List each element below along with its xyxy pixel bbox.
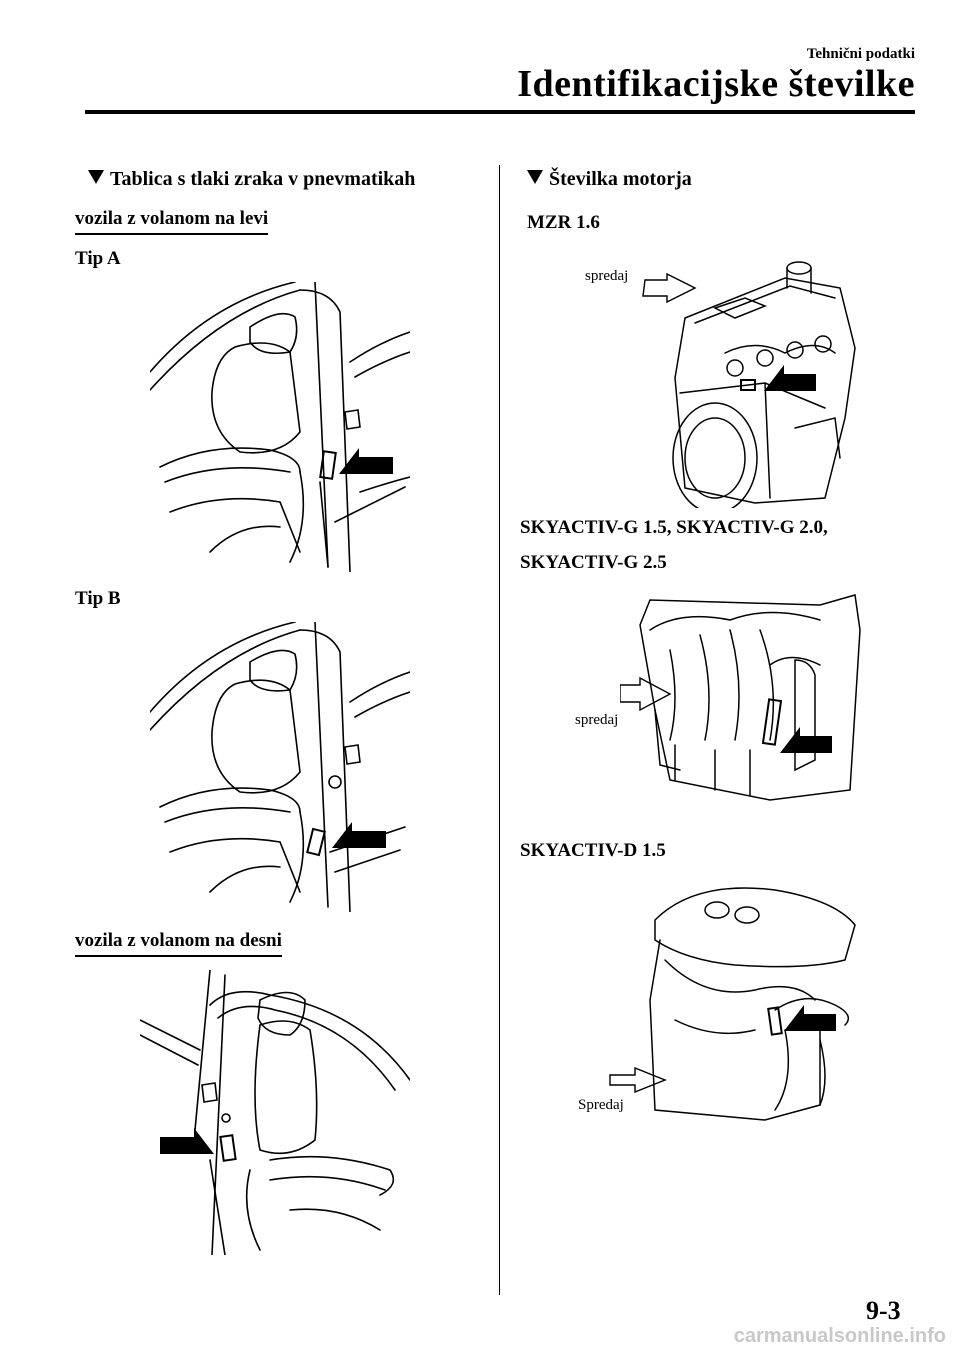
engine-mzr-label: MZR 1.6 (527, 212, 600, 233)
front-label-skyactiv-d: Spredaj (578, 1097, 624, 1113)
front-label-skyactiv-g: spredaj (575, 712, 619, 728)
engine-skyactiv-d-label: SKYACTIV-D 1.5 (520, 840, 666, 861)
type-a-label: Tip A (75, 248, 121, 269)
chapter-name: Tehnični podatki (806, 46, 915, 62)
page-title: Identifikacijske številke (517, 63, 915, 105)
engine-skyactiv-g-label-1: SKYACTIV-G 1.5, SKYACTIV-G 2.0, (520, 517, 828, 538)
lhd-heading: vozila z volanom na levi (75, 208, 269, 235)
page-number: 9-3 (866, 1296, 901, 1325)
figure-seat-rhd (140, 970, 410, 1255)
arrow-pointer-icon (780, 727, 832, 753)
header-rule (85, 110, 915, 114)
type-b-label: Tip B (75, 588, 121, 609)
section-title-engine-number: Številka motorja (527, 168, 692, 191)
arrow-pointer-icon (784, 1005, 836, 1031)
rhd-heading: vozila z volanom na desni (75, 930, 282, 957)
arrow-pointer-icon (160, 1128, 214, 1154)
figure-engine-skyactiv-g (620, 590, 870, 820)
triangle-down-icon (88, 170, 104, 184)
figure-seat-type-b (150, 622, 410, 912)
triangle-down-icon (527, 170, 543, 184)
engine-skyactiv-g-label-2: SKYACTIV-G 2.5 (520, 552, 667, 573)
section-title-tire-pressure: Tablica s tlaki zraka v pnevmatikah (88, 168, 415, 191)
figure-engine-mzr (585, 258, 875, 508)
figure-seat-type-a (150, 282, 410, 572)
front-label-mzr: spredaj (585, 268, 629, 284)
arrow-pointer-icon (332, 822, 386, 848)
arrow-pointer-icon (764, 365, 816, 391)
arrow-pointer-icon (339, 448, 393, 474)
column-divider (499, 165, 500, 1295)
figure-engine-skyactiv-d (605, 880, 875, 1130)
watermark: carmanualsonline.info (733, 1325, 946, 1347)
